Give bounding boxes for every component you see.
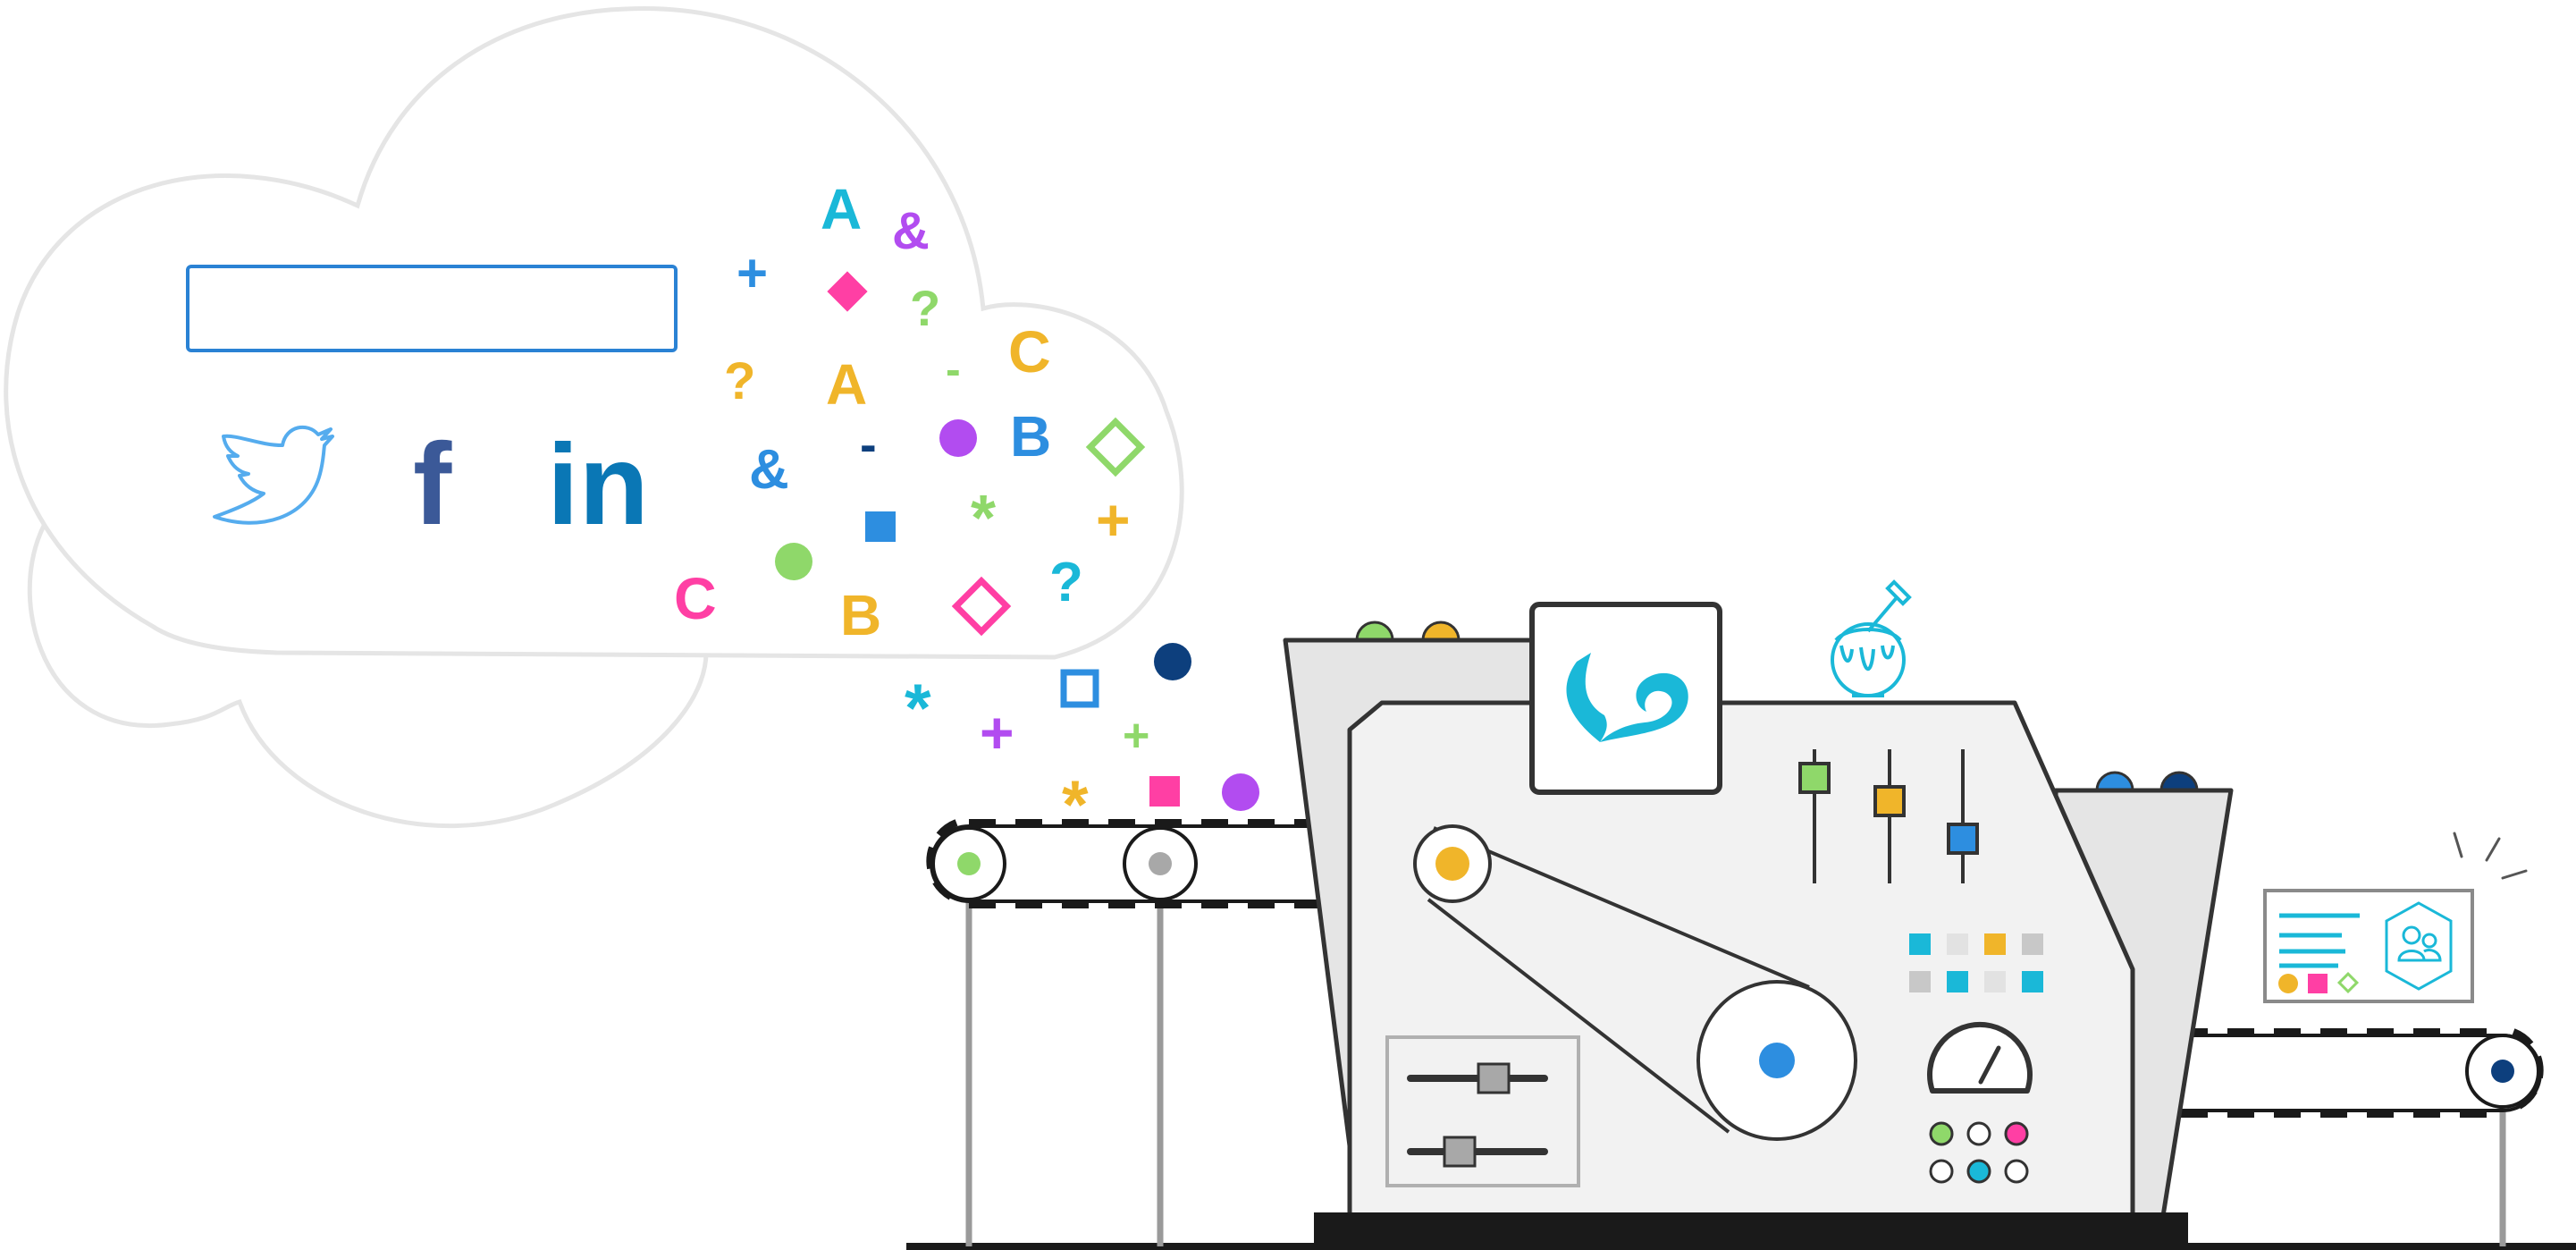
symbol-plus: + bbox=[1096, 486, 1131, 553]
symbol-dot bbox=[939, 419, 977, 457]
symbol-minus: - bbox=[946, 344, 961, 394]
symbol-plus: + bbox=[980, 699, 1014, 765]
slider-knob[interactable] bbox=[1873, 785, 1906, 817]
twitter-icon bbox=[213, 426, 334, 525]
symbol-square bbox=[865, 511, 896, 542]
symbol-b: B bbox=[840, 583, 881, 647]
symbol-diamond-outline bbox=[1085, 417, 1146, 477]
machine bbox=[1283, 579, 2234, 1248]
symbol-dot bbox=[1222, 773, 1259, 811]
symbol-plus: + bbox=[1123, 710, 1149, 762]
control-button[interactable] bbox=[2004, 1159, 2029, 1184]
facebook-icon: f bbox=[413, 418, 452, 549]
symbol-a: A bbox=[826, 352, 867, 417]
profile-card bbox=[2263, 889, 2474, 1003]
symbol-plus: + bbox=[737, 243, 768, 303]
conveyor-roller-hub bbox=[1149, 852, 1172, 875]
conveyor-belt-end bbox=[926, 819, 958, 903]
symbol-question: ? bbox=[1049, 552, 1083, 613]
conveyor-belt-dashes bbox=[969, 819, 1332, 908]
slider-handle[interactable] bbox=[1477, 1062, 1511, 1094]
symbol-c: C bbox=[1008, 318, 1051, 384]
belt-drive bbox=[1413, 824, 1857, 1141]
symbol-question: ? bbox=[910, 280, 940, 336]
symbol-question: ? bbox=[724, 352, 755, 410]
cloud-back-outline bbox=[27, 508, 709, 829]
symbol-asterisk: * bbox=[971, 483, 996, 554]
control-button[interactable] bbox=[2004, 1121, 2029, 1146]
symbol-minus: - bbox=[860, 416, 877, 472]
symbol-a: A bbox=[821, 177, 862, 241]
large-pulley-hub bbox=[1759, 1043, 1795, 1078]
drive-belt bbox=[1427, 826, 1810, 1134]
horizontal-slider-panel bbox=[1385, 1035, 1580, 1187]
sparkle-lines bbox=[2453, 832, 2528, 880]
logo-panel bbox=[1529, 602, 1722, 795]
symbol-square bbox=[1149, 776, 1180, 807]
control-button[interactable] bbox=[1929, 1121, 1954, 1146]
control-button[interactable] bbox=[1929, 1159, 1954, 1184]
user-group-icon bbox=[2385, 901, 2453, 991]
control-button[interactable] bbox=[1966, 1121, 1991, 1146]
symbol-c: C bbox=[674, 565, 717, 631]
symbol-ampersand: & bbox=[892, 202, 930, 260]
slider-knob[interactable] bbox=[1947, 823, 1979, 855]
control-button[interactable] bbox=[1966, 1159, 1991, 1184]
glue-pot-icon bbox=[1831, 579, 1912, 697]
conveyor-roller-hub bbox=[957, 852, 981, 875]
gauge-icon bbox=[1927, 1021, 2033, 1094]
slider-handle[interactable] bbox=[1443, 1136, 1477, 1168]
vertical-sliders bbox=[1798, 749, 1979, 883]
conveyor-belt-dashes bbox=[2181, 1028, 2503, 1118]
small-pulley-hub bbox=[1435, 847, 1469, 881]
symbol-square-outline bbox=[1060, 669, 1099, 708]
indicator-grid bbox=[1909, 933, 2043, 992]
symbol-b: B bbox=[1010, 404, 1051, 469]
conveyor-roller-hub bbox=[2491, 1060, 2514, 1083]
linkedin-icon: in bbox=[547, 421, 649, 549]
control-buttons bbox=[1929, 1121, 2029, 1184]
symbol-diamond-outline bbox=[951, 576, 1012, 637]
right-conveyor bbox=[2161, 1028, 2544, 1246]
slider-knob[interactable] bbox=[1798, 762, 1831, 794]
symbol-dot bbox=[1154, 643, 1191, 680]
symbol-dot bbox=[775, 543, 812, 580]
left-conveyor bbox=[926, 819, 1334, 1246]
symbol-ampersand: & bbox=[749, 439, 789, 501]
search-input[interactable] bbox=[186, 265, 678, 352]
machine-base bbox=[1314, 1212, 2188, 1248]
floating-symbols: A & + ? C ? A - B - & * + ? C B * + + * bbox=[674, 177, 1259, 843]
symbol-asterisk: * bbox=[905, 671, 931, 747]
heart-logo-icon bbox=[1566, 653, 1688, 742]
